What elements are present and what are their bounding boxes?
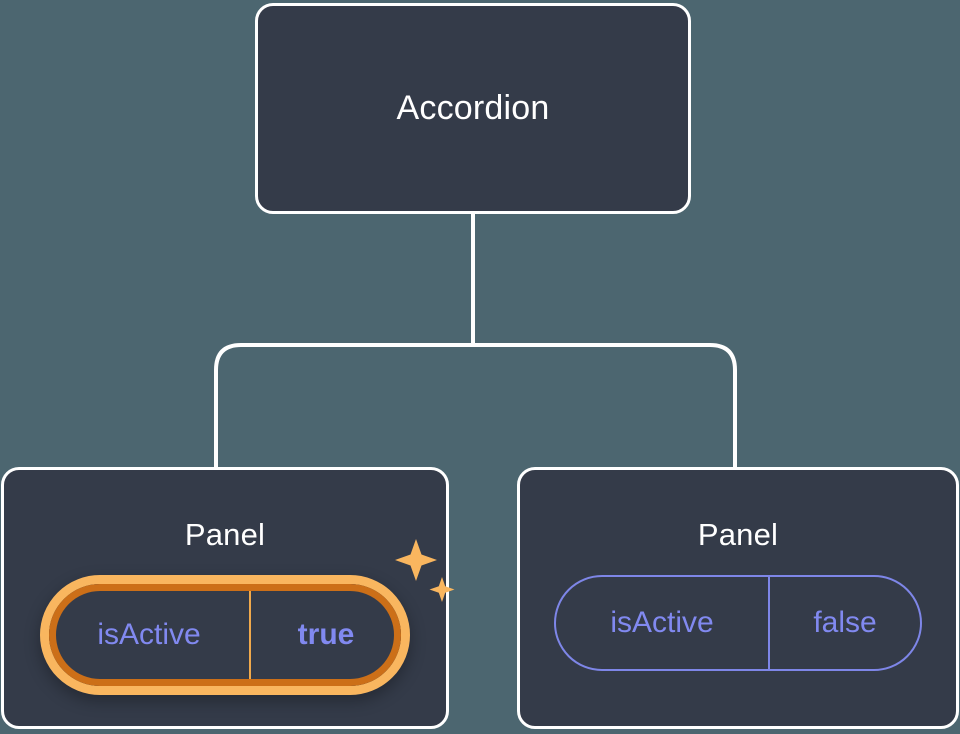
node-panel-inactive[interactable]: Panel isActive false bbox=[517, 467, 959, 729]
edge-branch-bar bbox=[214, 343, 737, 468]
node-panel-active-label: Panel bbox=[184, 517, 266, 552]
prop-value: false bbox=[768, 577, 920, 669]
prop-pill-inactive-wrap: isActive false bbox=[554, 575, 922, 671]
prop-value: true bbox=[249, 584, 401, 686]
prop-pill-inner: isActive true bbox=[49, 584, 401, 686]
node-panel-active[interactable]: Panel isActive true bbox=[1, 467, 455, 729]
prop-pill-isactive-false[interactable]: isActive false bbox=[554, 575, 922, 671]
node-accordion[interactable]: Accordion bbox=[255, 3, 691, 214]
sparkles-icon bbox=[395, 539, 455, 602]
prop-pill-active-wrap: isActive true bbox=[40, 539, 455, 695]
node-panel-inactive-label: Panel bbox=[697, 517, 779, 552]
prop-key: isActive bbox=[610, 606, 714, 639]
prop-key: isActive bbox=[97, 618, 201, 651]
prop-pill-isactive-true[interactable]: isActive true bbox=[40, 575, 410, 695]
node-accordion-label: Accordion bbox=[396, 89, 550, 127]
